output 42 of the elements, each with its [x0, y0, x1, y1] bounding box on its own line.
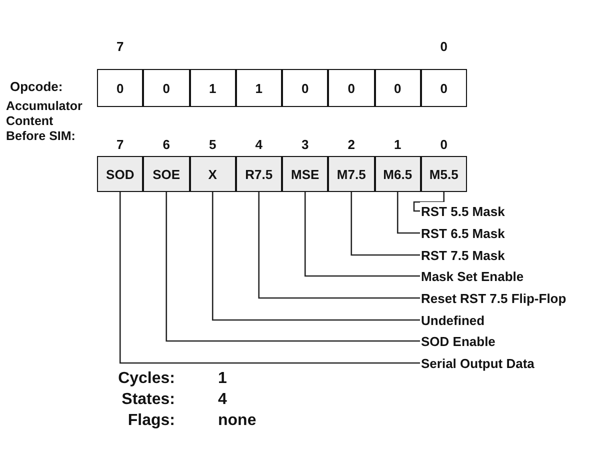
- row-label: Opcode:: [10, 79, 63, 94]
- bit-cell: SOE: [143, 156, 190, 192]
- stat-value: none: [218, 412, 256, 430]
- bit-cell: M5.5: [420, 156, 467, 192]
- bit-number: 3: [302, 137, 309, 152]
- leader-line: [396, 192, 420, 234]
- leader-line: [119, 192, 420, 364]
- bit-number: 4: [255, 137, 262, 152]
- bit-number: 0: [440, 137, 448, 152]
- leader-line: [413, 192, 445, 212]
- bit-number: 7: [116, 39, 124, 54]
- stat-value: 4: [218, 391, 227, 409]
- bit-number: 2: [348, 137, 355, 152]
- leader-line: [304, 192, 420, 277]
- bit-cell: R7.5: [236, 156, 282, 192]
- stat-label: Cycles:: [118, 370, 175, 388]
- leader-line: [258, 192, 420, 299]
- bit-cell: M7.5: [328, 156, 374, 192]
- bit-number: 7: [116, 137, 124, 152]
- bit-cell: 0: [374, 69, 421, 107]
- bit-cell: 0: [143, 69, 190, 107]
- bit-number: 1: [394, 137, 402, 152]
- bit-cell: 1: [190, 69, 236, 107]
- bit-cell: 0: [282, 69, 328, 107]
- bit-cell: 0: [97, 69, 144, 107]
- bit-number: 5: [209, 137, 216, 152]
- leader-line: [350, 192, 420, 256]
- stat-value: 1: [218, 370, 227, 388]
- row-label: Accumulator Content Before SIM:: [6, 99, 84, 144]
- bit-cell: MSE: [282, 156, 328, 192]
- bit-cell: X: [190, 156, 236, 192]
- bit-number: 6: [162, 137, 170, 152]
- bit-cell: 1: [236, 69, 282, 107]
- leader-line: [166, 192, 420, 342]
- stat-label: States:: [122, 391, 175, 409]
- bit-number: 0: [440, 39, 448, 54]
- stat-label: Flags:: [128, 412, 175, 430]
- bit-cell: M6.5: [374, 156, 421, 192]
- leader-line: [212, 192, 420, 321]
- bit-cell: 0: [328, 69, 374, 107]
- bit-cell: SOD: [97, 156, 144, 192]
- bit-cell: 0: [420, 69, 467, 107]
